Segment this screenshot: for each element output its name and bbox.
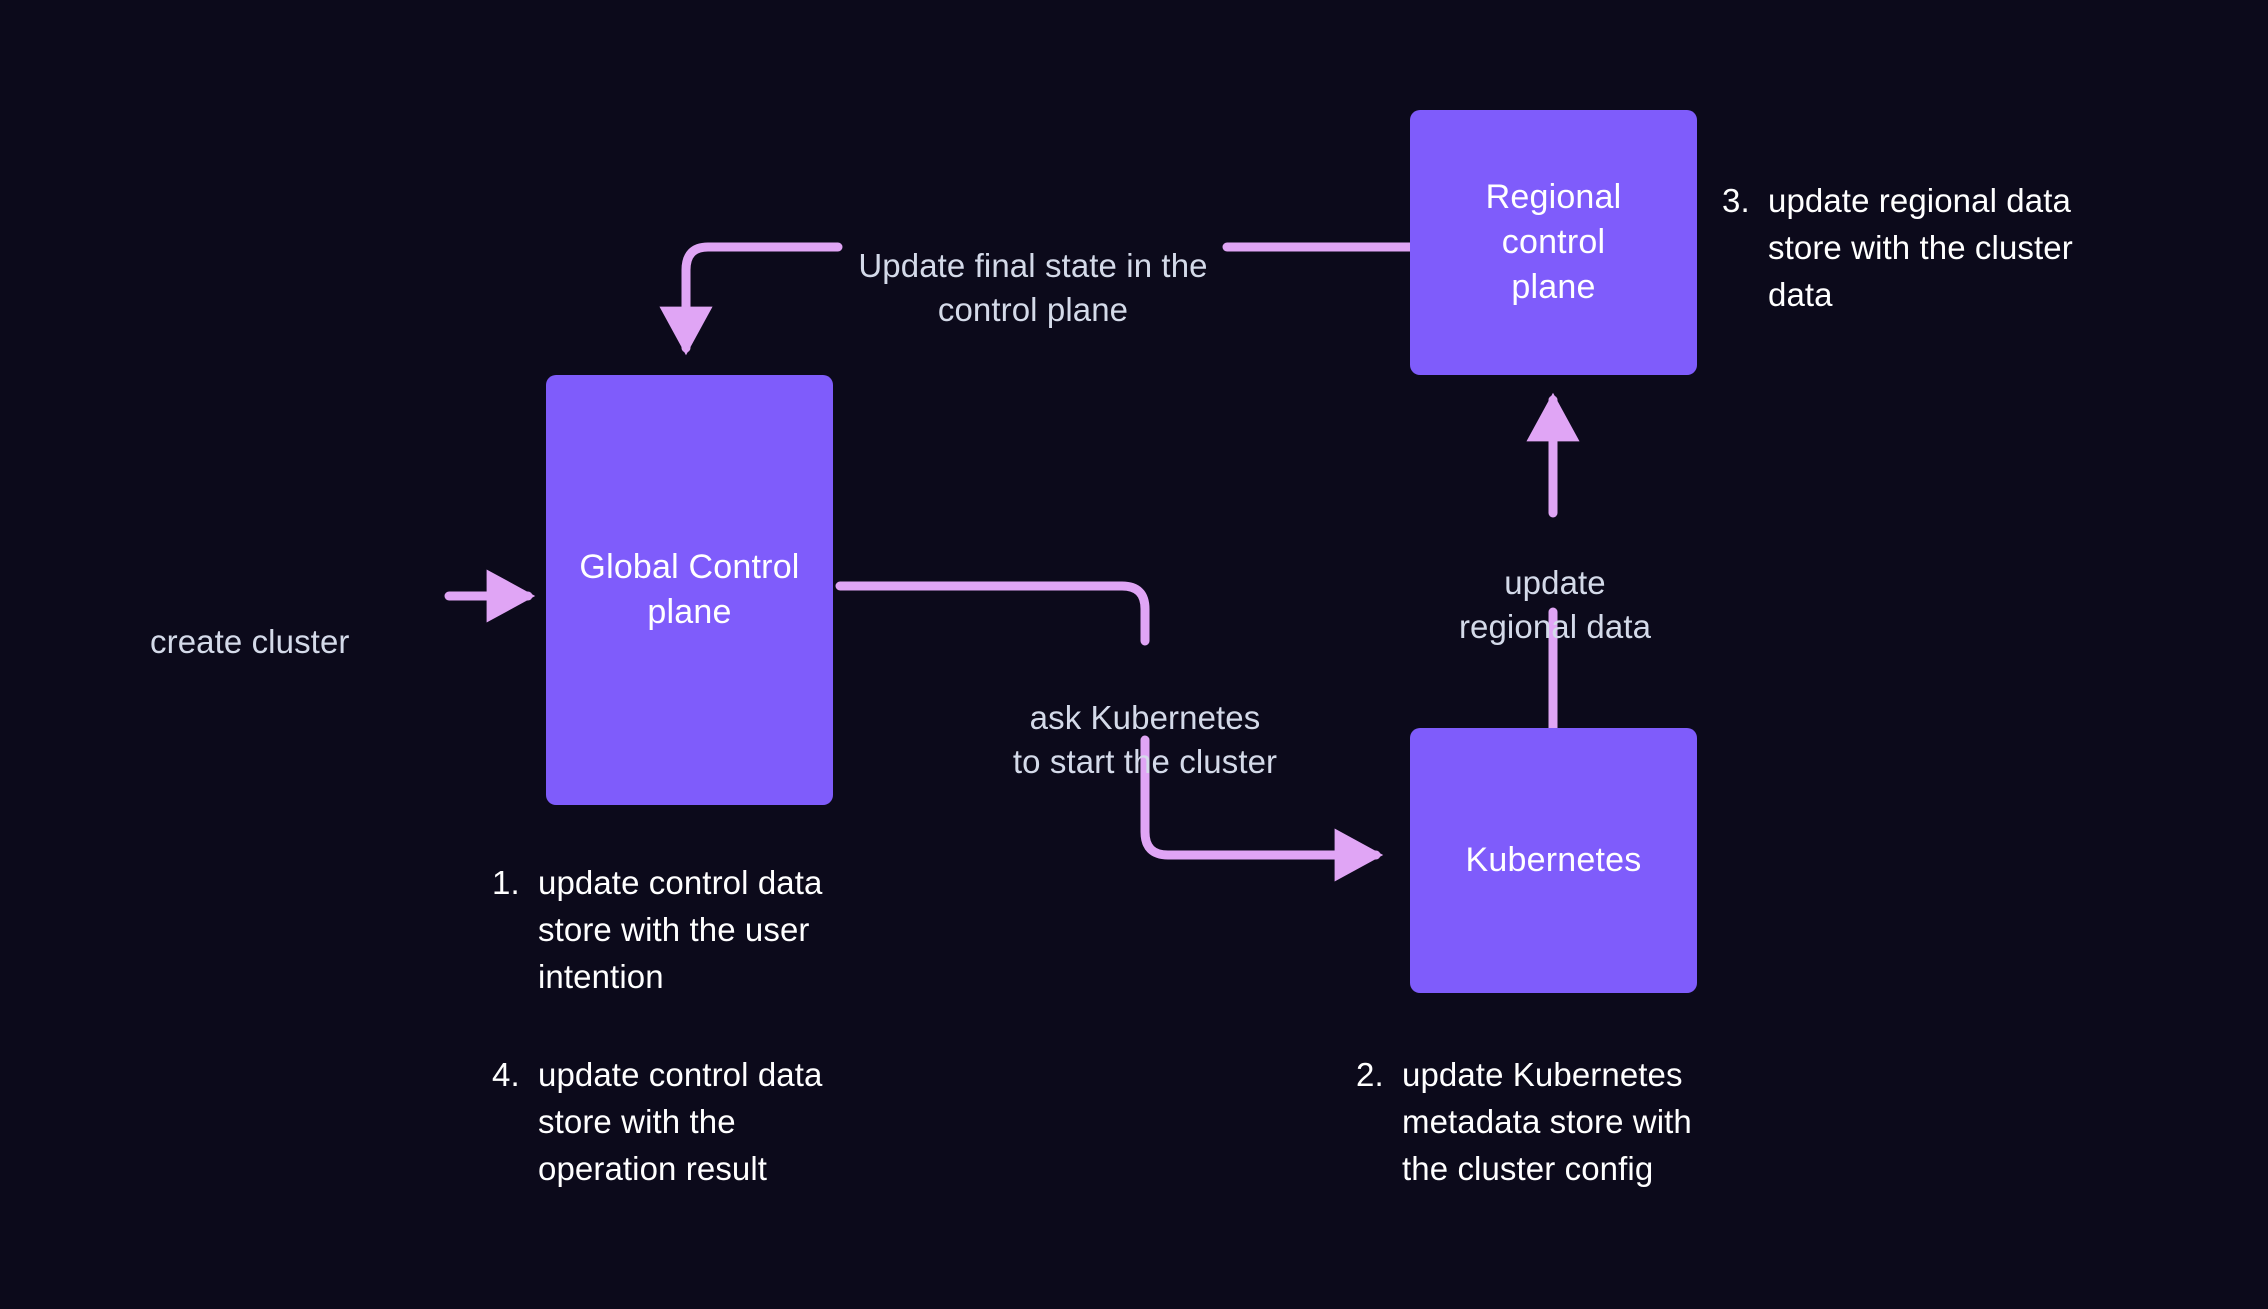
note-item-1: 1. update control data store with the us…	[492, 860, 892, 1001]
note-item-3-number: 3.	[1722, 182, 1750, 219]
note-item-2-text: update Kubernetes metadata store with th…	[1402, 1056, 1692, 1187]
node-kubernetes-label: Kubernetes	[1465, 841, 1642, 880]
note-item-4-text: update control data store with the opera…	[538, 1056, 823, 1187]
note-item-1-text: update control data store with the user …	[538, 864, 823, 995]
edge-label-update-final-state-text: Update final state in the control plane	[858, 247, 1208, 329]
note-item-1-number: 1.	[492, 864, 520, 901]
edge-label-ask-kubernetes-text: ask Kubernetes to start the cluster	[1012, 699, 1278, 781]
node-regional-control-plane-label: Regional control plane	[1485, 178, 1622, 306]
node-regional-control-plane[interactable]: Regional control plane	[1410, 110, 1697, 375]
edge-label-update-final-state: Update final state in the control plane	[838, 200, 1228, 333]
note-item-3-text: update regional data store with the clus…	[1768, 182, 2073, 313]
node-global-control-plane-label: Global Control plane	[579, 548, 800, 631]
note-item-2: 2. update Kubernetes metadata store with…	[1356, 1052, 1776, 1193]
note-item-4: 4. update control data store with the op…	[492, 1052, 892, 1193]
note-item-4-number: 4.	[492, 1056, 520, 1093]
node-global-control-plane[interactable]: Global Control plane	[546, 375, 833, 805]
edge-label-update-regional-data-text: update regional data	[1458, 564, 1652, 646]
note-item-2-number: 2.	[1356, 1056, 1384, 1093]
edge-label-update-regional-data: update regional data	[1385, 517, 1725, 650]
node-kubernetes[interactable]: Kubernetes	[1410, 728, 1697, 993]
edge-label-create-cluster-text: create cluster	[150, 623, 350, 661]
edge-label-ask-kubernetes: ask Kubernetes to start the cluster	[950, 652, 1340, 785]
edge-label-create-cluster: create cluster	[150, 576, 440, 664]
note-item-3: 3. update regional data store with the c…	[1722, 178, 2142, 319]
